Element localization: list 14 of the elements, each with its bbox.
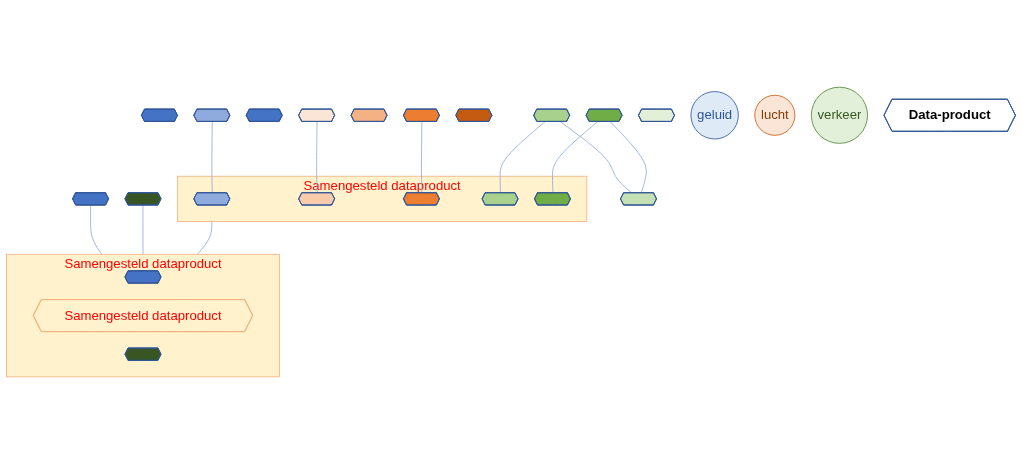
connector	[316, 121, 318, 194]
connector	[610, 121, 647, 194]
node-circle: lucht	[754, 94, 796, 136]
connector	[196, 221, 213, 255]
connector	[560, 121, 633, 194]
connector	[90, 204, 103, 255]
connector	[142, 204, 144, 255]
node-circle: verkeer	[810, 86, 868, 144]
connector	[552, 121, 598, 194]
cluster: Samengesteld dataproduct	[177, 175, 588, 222]
connector	[211, 121, 213, 194]
connector	[499, 121, 546, 194]
connector	[421, 121, 423, 194]
node-circle: geluid	[690, 91, 739, 140]
